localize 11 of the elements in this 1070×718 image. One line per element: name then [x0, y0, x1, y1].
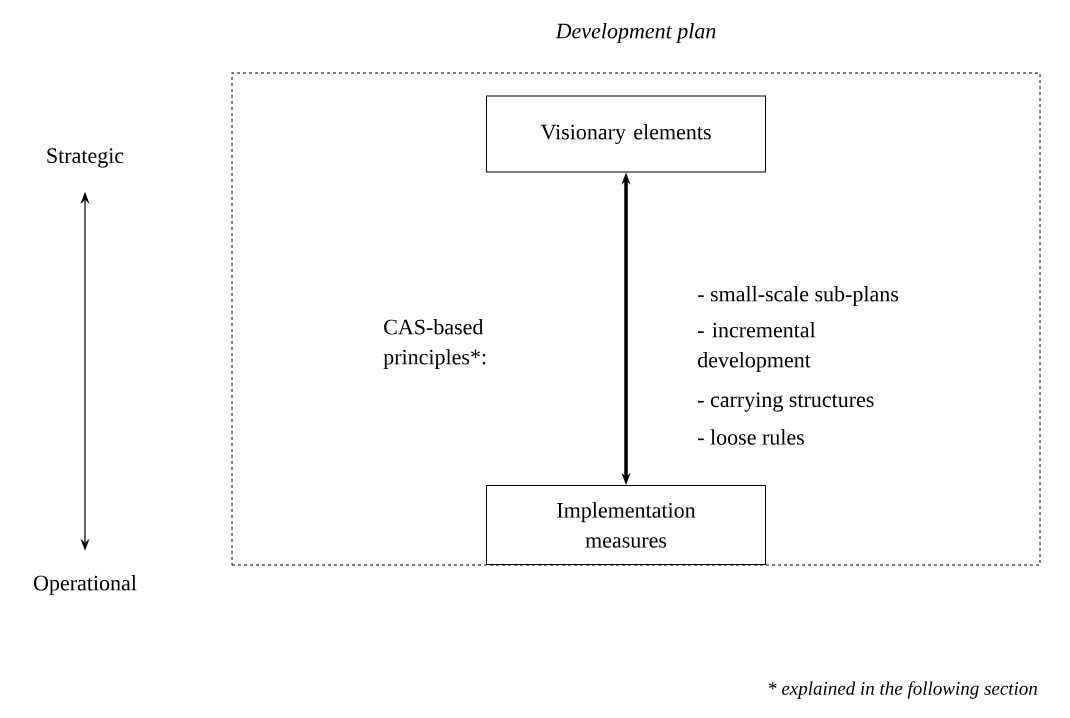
process-box: Implementation measures: [486, 485, 766, 565]
node-label: Development plan: [555, 23, 716, 43]
list-item: - small-scale sub-plans: [698, 286, 899, 306]
list-item: - incremental development: [698, 322, 816, 372]
level-label: Operational: [34, 575, 137, 595]
footnote: * explained in the following section: [768, 681, 1038, 699]
list-item: - carrying structures: [698, 392, 874, 412]
principles-heading: CAS-based principles*:: [383, 319, 486, 369]
level-label: Strategic: [47, 148, 124, 168]
list-item: - loose rules: [698, 429, 804, 445]
process-box: Visionary elements: [486, 95, 766, 173]
